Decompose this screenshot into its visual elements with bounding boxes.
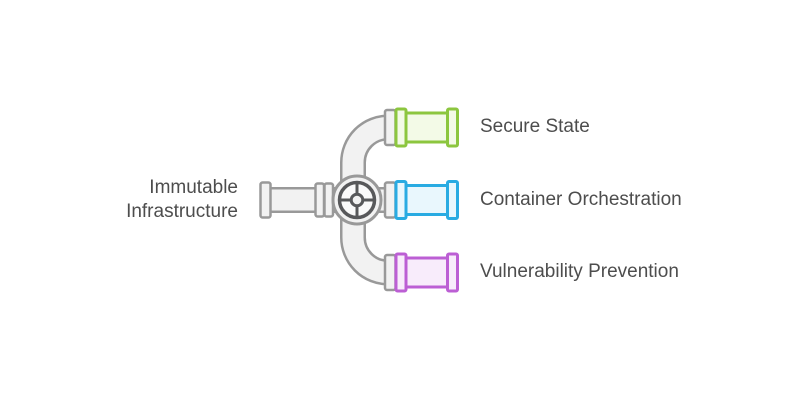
root-node-label: Immutable Infrastructure [38, 176, 238, 224]
root-label-line-1: Immutable [149, 177, 238, 198]
branch-pipe-flange-right [446, 180, 459, 220]
branch-pipe-flange-left [394, 252, 408, 293]
branch-label-vulnerability-prevention: Vulnerability Prevention [480, 261, 679, 282]
valve-hub [349, 192, 365, 208]
branch-pipe-flange-right [446, 252, 459, 293]
branch-flange-mid [383, 181, 397, 219]
pipe-valve-wheel-icon [331, 174, 383, 226]
branch-pipe-flange-left [394, 180, 408, 220]
branch-pipe-body [404, 184, 450, 216]
branch-pipe-body [404, 111, 450, 144]
branch-flange-top [383, 108, 397, 147]
pipe-flanges [259, 108, 397, 292]
branch-flange-bottom [383, 253, 397, 292]
branch-pipe-flange-left [394, 107, 408, 148]
inlet-flange [259, 181, 272, 219]
branch-pipe-vulnerability-prevention [394, 252, 459, 293]
branch-pipe-container-orchestration [394, 180, 459, 220]
branch-pipe-body [404, 256, 450, 289]
root-label-line-2: Infrastructure [126, 201, 238, 222]
branch-pipe-secure-state [394, 107, 459, 148]
valve-ring-1 [314, 182, 326, 218]
branch-label-container-orchestration: Container Orchestration [480, 189, 682, 210]
branch-label-secure-state: Secure State [480, 116, 590, 137]
branch-pipe-flange-right [446, 107, 459, 148]
